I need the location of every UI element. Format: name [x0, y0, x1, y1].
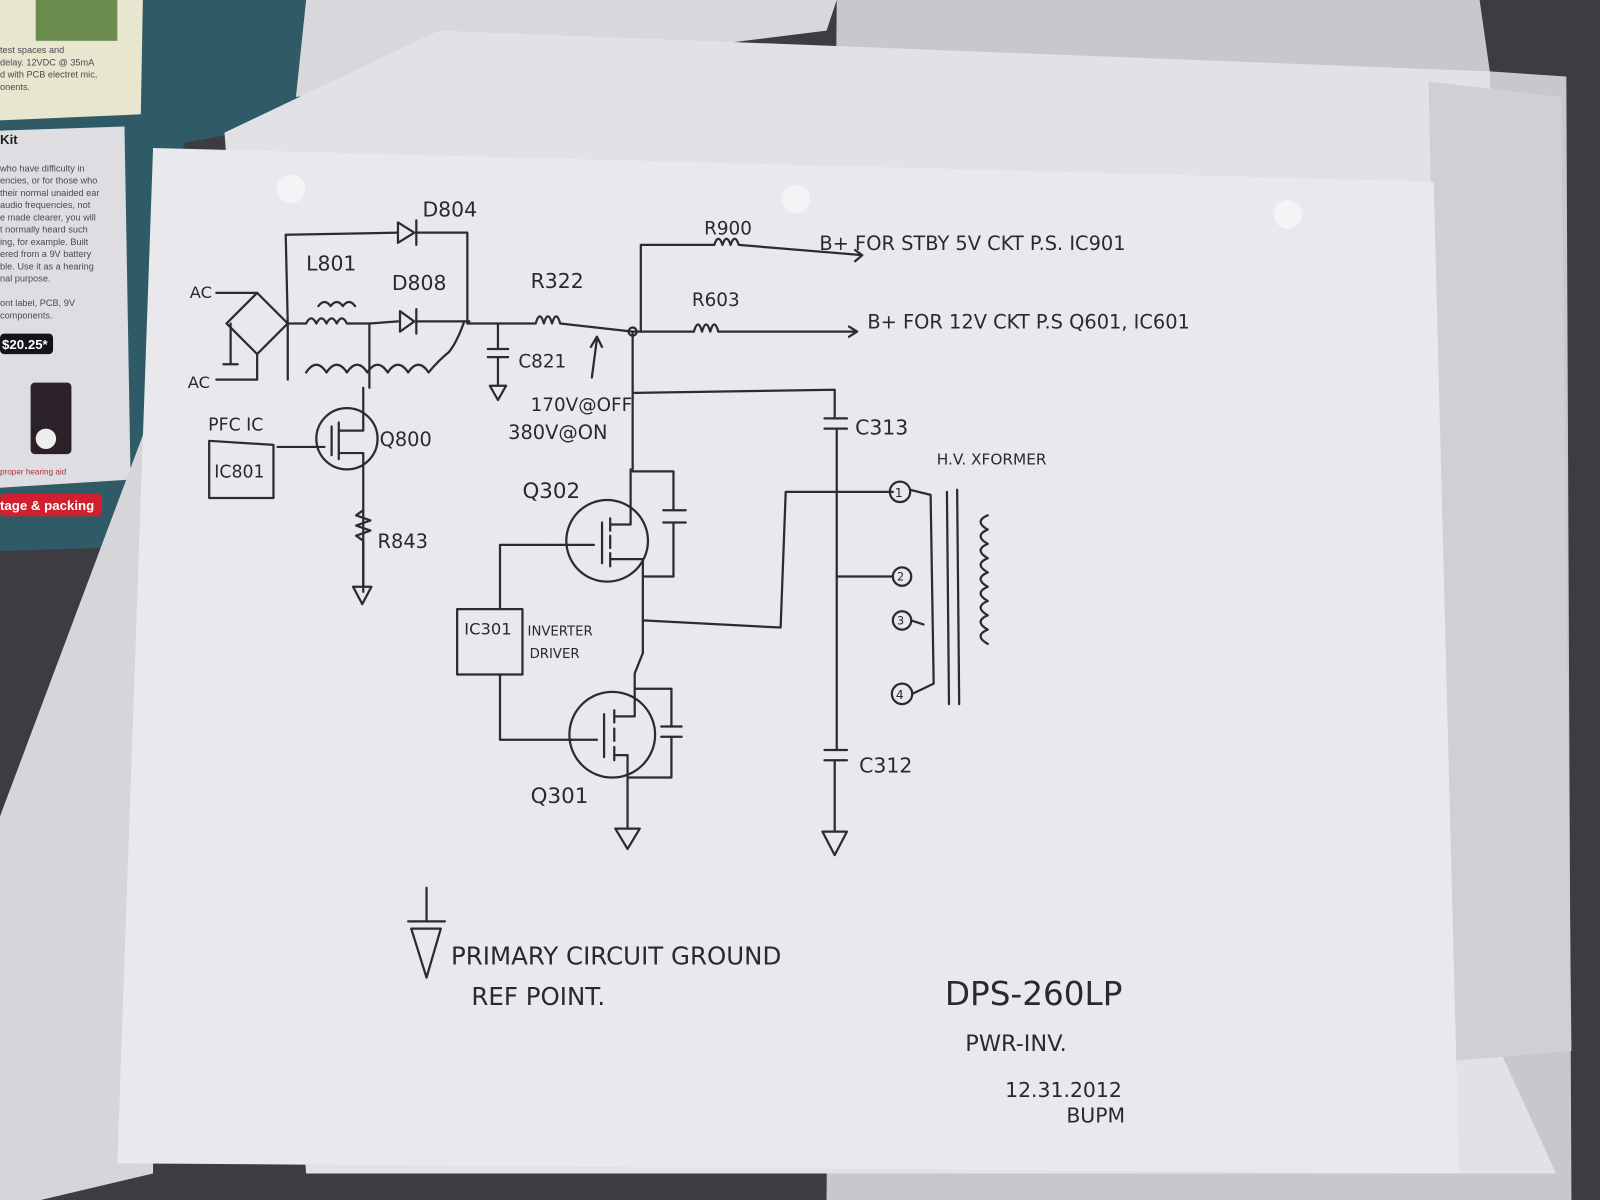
- magazine-text-line: d with PCB electret mic,: [0, 70, 97, 80]
- model-number: DPS-260LP: [945, 975, 1122, 1013]
- label-r843: R843: [378, 530, 428, 553]
- label-voltage-on: 380V@ON: [508, 421, 607, 444]
- magazine-text-line: audio frequencies, not: [0, 200, 91, 210]
- label-d804: D804: [422, 197, 477, 221]
- magazine-text-line: components.: [0, 310, 53, 320]
- magazine-text-line: their normal unaided ear: [0, 188, 99, 198]
- label-r322: R322: [531, 269, 584, 293]
- magazine-banner: tage & packing: [0, 498, 94, 513]
- label-12v-supply: B+ FOR 12V CKT P.S Q601, IC601: [867, 311, 1190, 334]
- schematic-sheet: [117, 147, 1460, 1174]
- signature: BUPM: [1066, 1103, 1125, 1127]
- label-c312: C312: [859, 753, 912, 777]
- pin-2: 2: [897, 571, 904, 584]
- label-voltage-off: 170V@OFF: [531, 395, 633, 416]
- punch-hole: [1273, 200, 1303, 229]
- label-r900: R900: [704, 219, 752, 240]
- label-c313: C313: [855, 416, 908, 440]
- model-subtitle: PWR-INV.: [965, 1031, 1066, 1057]
- legend-line-1: PRIMARY CIRCUIT GROUND: [451, 941, 781, 970]
- pin-3: 3: [897, 614, 904, 627]
- magazine-text-line: t normally heard such: [0, 225, 88, 235]
- label-c821: C821: [518, 351, 566, 372]
- back-paper: [0, 408, 154, 1200]
- magazine-text-line: e made clearer, you will: [0, 212, 96, 222]
- label-xformer: H.V. XFORMER: [937, 450, 1047, 468]
- magazine-text-line: nal purpose.: [0, 274, 50, 284]
- magazine-text-line: delay. 12VDC @ 35mA: [0, 57, 95, 67]
- circuit-wires: [208, 219, 989, 979]
- label-ic801: IC801: [214, 463, 264, 483]
- magazine-text-line: encies, or for those who: [0, 176, 97, 186]
- magazine-text-line: ont label, PCB, 9V: [0, 298, 76, 308]
- label-q800: Q800: [380, 428, 432, 451]
- label-d808: D808: [392, 271, 447, 295]
- label-ac-top: AC: [190, 283, 212, 302]
- punch-hole: [781, 184, 811, 214]
- back-paper: [1428, 81, 1572, 1062]
- magazine-text-line: test spaces and: [0, 45, 64, 55]
- schematic-labels: AC AC D804 L801 D808 R322 C821 170V@OFF …: [188, 197, 1190, 1127]
- pin-1: 1: [895, 486, 903, 500]
- magazine-caption: proper hearing aid: [0, 467, 67, 476]
- label-stby-supply: B+ FOR STBY 5V CKT P.S. IC901: [819, 232, 1125, 255]
- label-ic301: IC301: [464, 620, 511, 639]
- pin-4: 4: [896, 688, 904, 702]
- magazine-text-line: onents.: [0, 82, 30, 92]
- magazine-price: $20.25*: [2, 337, 49, 352]
- label-driver: DRIVER: [530, 647, 580, 662]
- punch-hole: [276, 174, 306, 204]
- magazine-text-line: ered from a 9V battery: [0, 249, 92, 259]
- label-l801: L801: [306, 251, 356, 275]
- label-q302: Q302: [522, 479, 580, 504]
- magazine-text-line: ble. Use it as a hearing: [0, 261, 94, 271]
- drawing-date: 12.31.2012: [1005, 1078, 1122, 1102]
- label-q301: Q301: [531, 784, 589, 809]
- label-r603: R603: [692, 290, 740, 311]
- label-pfc-ic: PFC IC: [208, 416, 263, 436]
- label-inverter: INVERTER: [528, 625, 593, 640]
- magazine-text-line: who have difficulty in: [0, 163, 84, 173]
- label-ac-bottom: AC: [188, 373, 210, 392]
- magazine-text-line: ing, for example. Built: [0, 237, 89, 247]
- legend-line-2: REF POINT.: [471, 982, 605, 1011]
- magazine-kit-title: Kit: [0, 132, 18, 147]
